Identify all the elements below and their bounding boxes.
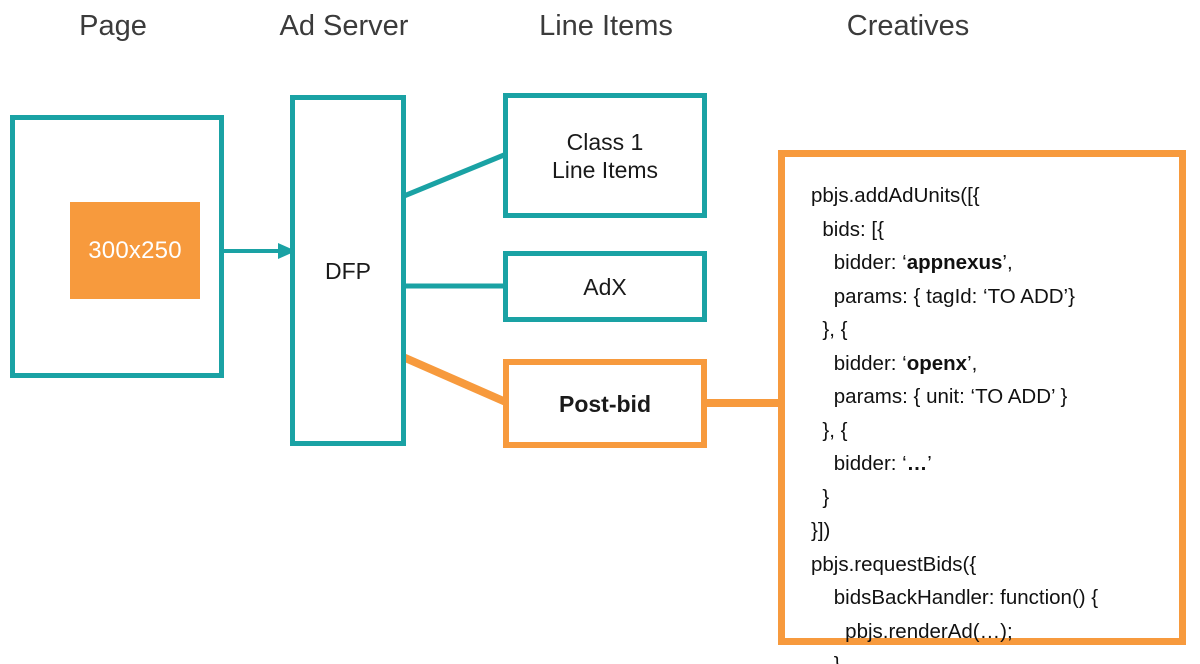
- column-heading-ad-server: Ad Server: [279, 10, 409, 42]
- code-line: }, {: [811, 318, 848, 341]
- code-line: }, {: [811, 418, 848, 442]
- line-item-box-class1[interactable]: Class 1 Line Items: [503, 93, 707, 218]
- code-line: bids: [{: [811, 217, 884, 241]
- ad-server-box-label: DFP: [325, 257, 371, 284]
- ad-slot-label: 300x250: [88, 236, 182, 264]
- line-item-box-postbid[interactable]: Post-bid: [503, 359, 707, 448]
- creatives-code-text: pbjs.addAdUnits([{ bids: [{ bidder: ‘app…: [785, 157, 1179, 664]
- code-line: params: { tagId: ‘TO ADD’}: [811, 284, 1075, 308]
- line-item-box-adx-label: AdX: [583, 273, 627, 300]
- column-heading-creatives: Creatives: [846, 10, 970, 42]
- connector-dfp-to-postbid: [401, 353, 510, 407]
- code-line: bidder: ‘appnexus’,: [811, 251, 1013, 274]
- ad-server-box-dfp[interactable]: DFP: [290, 95, 406, 446]
- line-item-box-class1-line1: Class 1: [566, 128, 644, 155]
- creatives-code-panel[interactable]: pbjs.addAdUnits([{ bids: [{ bidder: ‘app…: [778, 150, 1186, 664]
- code-line: }: [811, 485, 830, 509]
- code-line: params: { unit: ‘TO ADD’ }: [811, 385, 1068, 408]
- line-item-box-adx[interactable]: AdX: [503, 251, 707, 322]
- line-item-box-postbid-label: Post-bid: [559, 390, 651, 417]
- ad-slot-300x250[interactable]: 300x250: [70, 202, 200, 299]
- code-line: bidder: ‘openx’,: [811, 351, 978, 375]
- column-heading-line-items: Line Items: [539, 10, 673, 42]
- connector-dfp-to-class1: [403, 152, 505, 199]
- code-line: pbjs.requestBids({: [811, 552, 977, 576]
- code-line: }: [811, 648, 1179, 664]
- code-line: pbjs.renderAd(…);: [811, 619, 1013, 643]
- code-line: }]): [811, 519, 831, 542]
- line-item-box-class1-line2: Line Items: [551, 156, 659, 183]
- code-line: bidsBackHandler: function() {: [811, 586, 1099, 609]
- column-heading-page: Page: [79, 10, 147, 42]
- code-line: bidder: ‘…’: [811, 452, 932, 475]
- code-line: pbjs.addAdUnits([{: [811, 184, 980, 207]
